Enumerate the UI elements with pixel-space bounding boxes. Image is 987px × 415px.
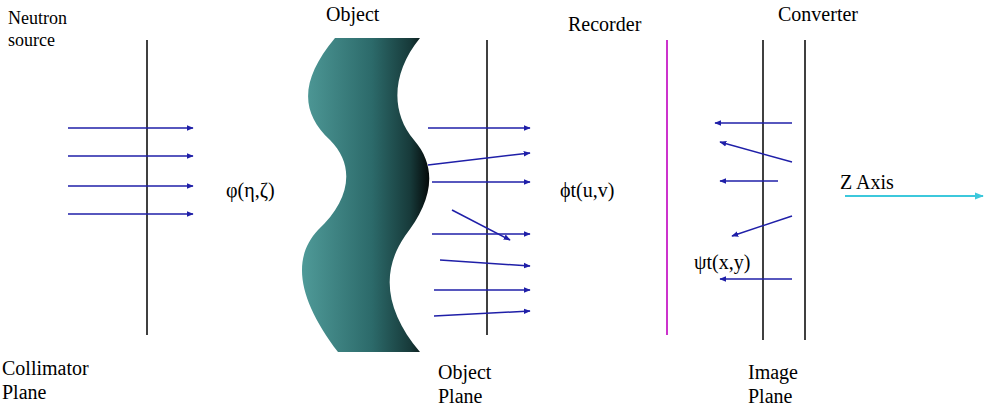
plane-name-slot: Image Plane [748,360,818,408]
collimator-plane-line [146,40,148,335]
image-field-slot: ψt(x,y) [694,250,760,274]
transmitted-beams [428,128,530,316]
image-field: ψt(x,y) [694,250,760,274]
image-plane-line [762,40,764,340]
axis-label-slot: Z Axis [840,170,940,194]
object-field: ϕt(u,v) [560,178,650,202]
source-title-slot: Neutron source [8,8,80,51]
object-title: Object [326,2,416,26]
incident-beams [68,128,193,214]
converter-line [804,40,806,340]
source-title: Neutron source [8,8,80,51]
object-field-slot: ϕt(u,v) [560,178,650,202]
plane-name-slot: Object Plane [438,360,508,408]
plane-name: Image Plane [748,360,818,408]
plane-name: Collimator Plane [2,356,102,404]
collimator-field: φ(η,ζ) [226,178,316,202]
recorder-title-slot: Recorder [568,12,668,36]
plane-name: Object Plane [438,360,508,408]
z-axis-arrow [845,195,983,197]
converter-title-slot: Converter [778,2,888,26]
recorder-line [666,40,668,335]
plane-name-slot: Collimator Plane [2,356,102,404]
recorder-title: Recorder [568,12,668,36]
object-shape [302,38,429,352]
object-title-slot: Object [326,2,416,26]
axis-label: Z Axis [840,170,940,194]
collimator-field-slot: φ(η,ζ) [226,178,316,202]
converter-title: Converter [778,2,888,26]
